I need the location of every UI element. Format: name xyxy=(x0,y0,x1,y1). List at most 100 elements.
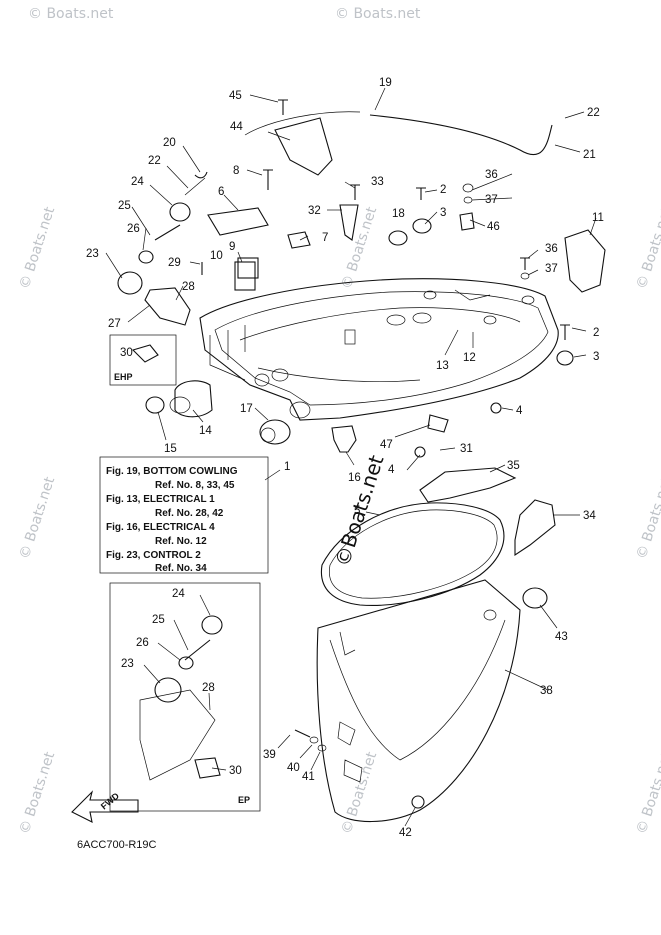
callout-4a: 4 xyxy=(516,405,523,417)
ref-line-5: Fig. 16, ELECTRICAL 4 xyxy=(106,522,215,533)
ehp-box xyxy=(109,334,177,386)
callout-28a: 28 xyxy=(182,281,195,293)
callout-24a: 24 xyxy=(131,176,144,188)
callout-31: 31 xyxy=(460,443,473,455)
callout-30a: 30 xyxy=(120,347,133,359)
watermark-3: © Boats.net xyxy=(17,750,59,837)
callout-3a: 3 xyxy=(440,207,446,219)
callout-27: 27 xyxy=(108,318,121,330)
leader-lines xyxy=(105,87,597,827)
callout-29: 29 xyxy=(168,257,181,269)
callout-25b: 25 xyxy=(152,614,165,626)
callout-labels: 45 19 22 44 20 21 22 8 33 36 24 6 2 37 2… xyxy=(86,77,604,839)
callout-37b: 37 xyxy=(545,263,558,275)
watermark-1: © Boats.net xyxy=(17,205,59,292)
callout-14: 14 xyxy=(199,425,212,437)
callout-18: 18 xyxy=(392,208,405,220)
bracket-35 xyxy=(419,467,517,503)
callout-46: 46 xyxy=(487,221,500,233)
callout-45: 45 xyxy=(229,90,242,102)
ref-line-3: Fig. 13, ELECTRICAL 1 xyxy=(106,494,215,505)
callout-21: 21 xyxy=(583,149,596,161)
callout-12: 12 xyxy=(463,352,476,364)
callout-44: 44 xyxy=(230,121,243,133)
callout-2b: 2 xyxy=(593,327,599,339)
callout-15: 15 xyxy=(164,443,177,455)
callout-23b: 23 xyxy=(121,658,134,670)
seal-gasket xyxy=(320,502,505,606)
ref-line-4: Ref. No. 28, 42 xyxy=(155,508,224,519)
callout-13: 13 xyxy=(436,360,449,372)
callout-33: 33 xyxy=(371,176,384,188)
callout-10: 10 xyxy=(210,250,223,262)
ep-label: EP xyxy=(238,795,250,805)
part-43 xyxy=(522,587,548,609)
ref-line-1: Fig. 19, BOTTOM COWLING xyxy=(106,466,238,477)
callout-19: 19 xyxy=(379,77,392,89)
watermark-9: © Boats.net xyxy=(335,6,421,22)
bracket-34 xyxy=(514,499,556,557)
callout-25a: 25 xyxy=(118,200,131,212)
reference-box-text: Fig. 19, BOTTOM COWLING Ref. No. 8, 33, … xyxy=(106,466,238,574)
callout-8: 8 xyxy=(233,165,239,177)
ehp-label: EHP xyxy=(114,372,133,382)
callout-26b: 26 xyxy=(136,637,149,649)
watermark-8: © Boats.net xyxy=(634,750,661,837)
grommet-14 xyxy=(174,380,213,418)
callout-3b: 3 xyxy=(593,351,599,363)
callout-34: 34 xyxy=(583,510,596,522)
callout-7: 7 xyxy=(322,232,328,244)
callout-9: 9 xyxy=(229,241,235,253)
ref-line-8: Ref. No. 34 xyxy=(155,563,207,574)
watermark-10: © Boats.net xyxy=(28,6,114,22)
part-26-top xyxy=(138,250,154,264)
clamp-15 xyxy=(145,396,165,414)
callout-38: 38 xyxy=(540,685,553,697)
callout-5: 5 xyxy=(354,505,360,517)
callout-24b: 24 xyxy=(172,588,185,600)
callout-22b: 22 xyxy=(148,155,161,167)
watermark-7: © Boats.net xyxy=(634,475,661,562)
watermark-2: © Boats.net xyxy=(17,475,59,562)
line-art xyxy=(71,99,606,823)
callout-42: 42 xyxy=(399,827,412,839)
callout-2a: 2 xyxy=(440,184,446,196)
callout-37a: 37 xyxy=(485,194,498,206)
ref-line-6: Ref. No. 12 xyxy=(155,536,207,547)
callout-22a: 22 xyxy=(587,107,600,119)
callout-23a: 23 xyxy=(86,248,99,260)
callout-26a: 26 xyxy=(127,223,140,235)
ref-line-2: Ref. No. 8, 33, 45 xyxy=(155,480,235,491)
callout-6: 6 xyxy=(218,186,224,198)
grommet-17 xyxy=(259,419,291,445)
watermark-6: © Boats.net xyxy=(634,205,661,292)
callout-35: 35 xyxy=(507,460,520,472)
callout-11: 11 xyxy=(592,212,604,224)
callout-30b: 30 xyxy=(229,765,242,777)
top-cowling xyxy=(316,579,521,823)
hose-21 xyxy=(369,114,553,156)
callout-36a: 36 xyxy=(485,169,498,181)
watermark-4: © Boats.net xyxy=(339,205,381,292)
part-23-top xyxy=(117,271,143,295)
callout-20: 20 xyxy=(163,137,176,149)
callout-28b: 28 xyxy=(202,682,215,694)
callout-17: 17 xyxy=(240,403,253,415)
callout-47: 47 xyxy=(380,439,393,451)
part-11 xyxy=(564,229,606,293)
part-16 xyxy=(331,425,357,453)
callout-1: 1 xyxy=(284,461,290,473)
callout-32: 32 xyxy=(308,205,321,217)
diagram-code: 6ACC700-R19C xyxy=(77,839,157,851)
callout-43: 43 xyxy=(555,631,568,643)
ep-box xyxy=(109,582,261,812)
callout-4b: 4 xyxy=(388,464,395,476)
fwd-arrow xyxy=(71,790,139,823)
callout-39: 39 xyxy=(263,749,276,761)
callout-16: 16 xyxy=(348,472,361,484)
part-24-top xyxy=(169,202,191,222)
callout-40: 40 xyxy=(287,762,300,774)
bracket-27 xyxy=(144,287,191,326)
